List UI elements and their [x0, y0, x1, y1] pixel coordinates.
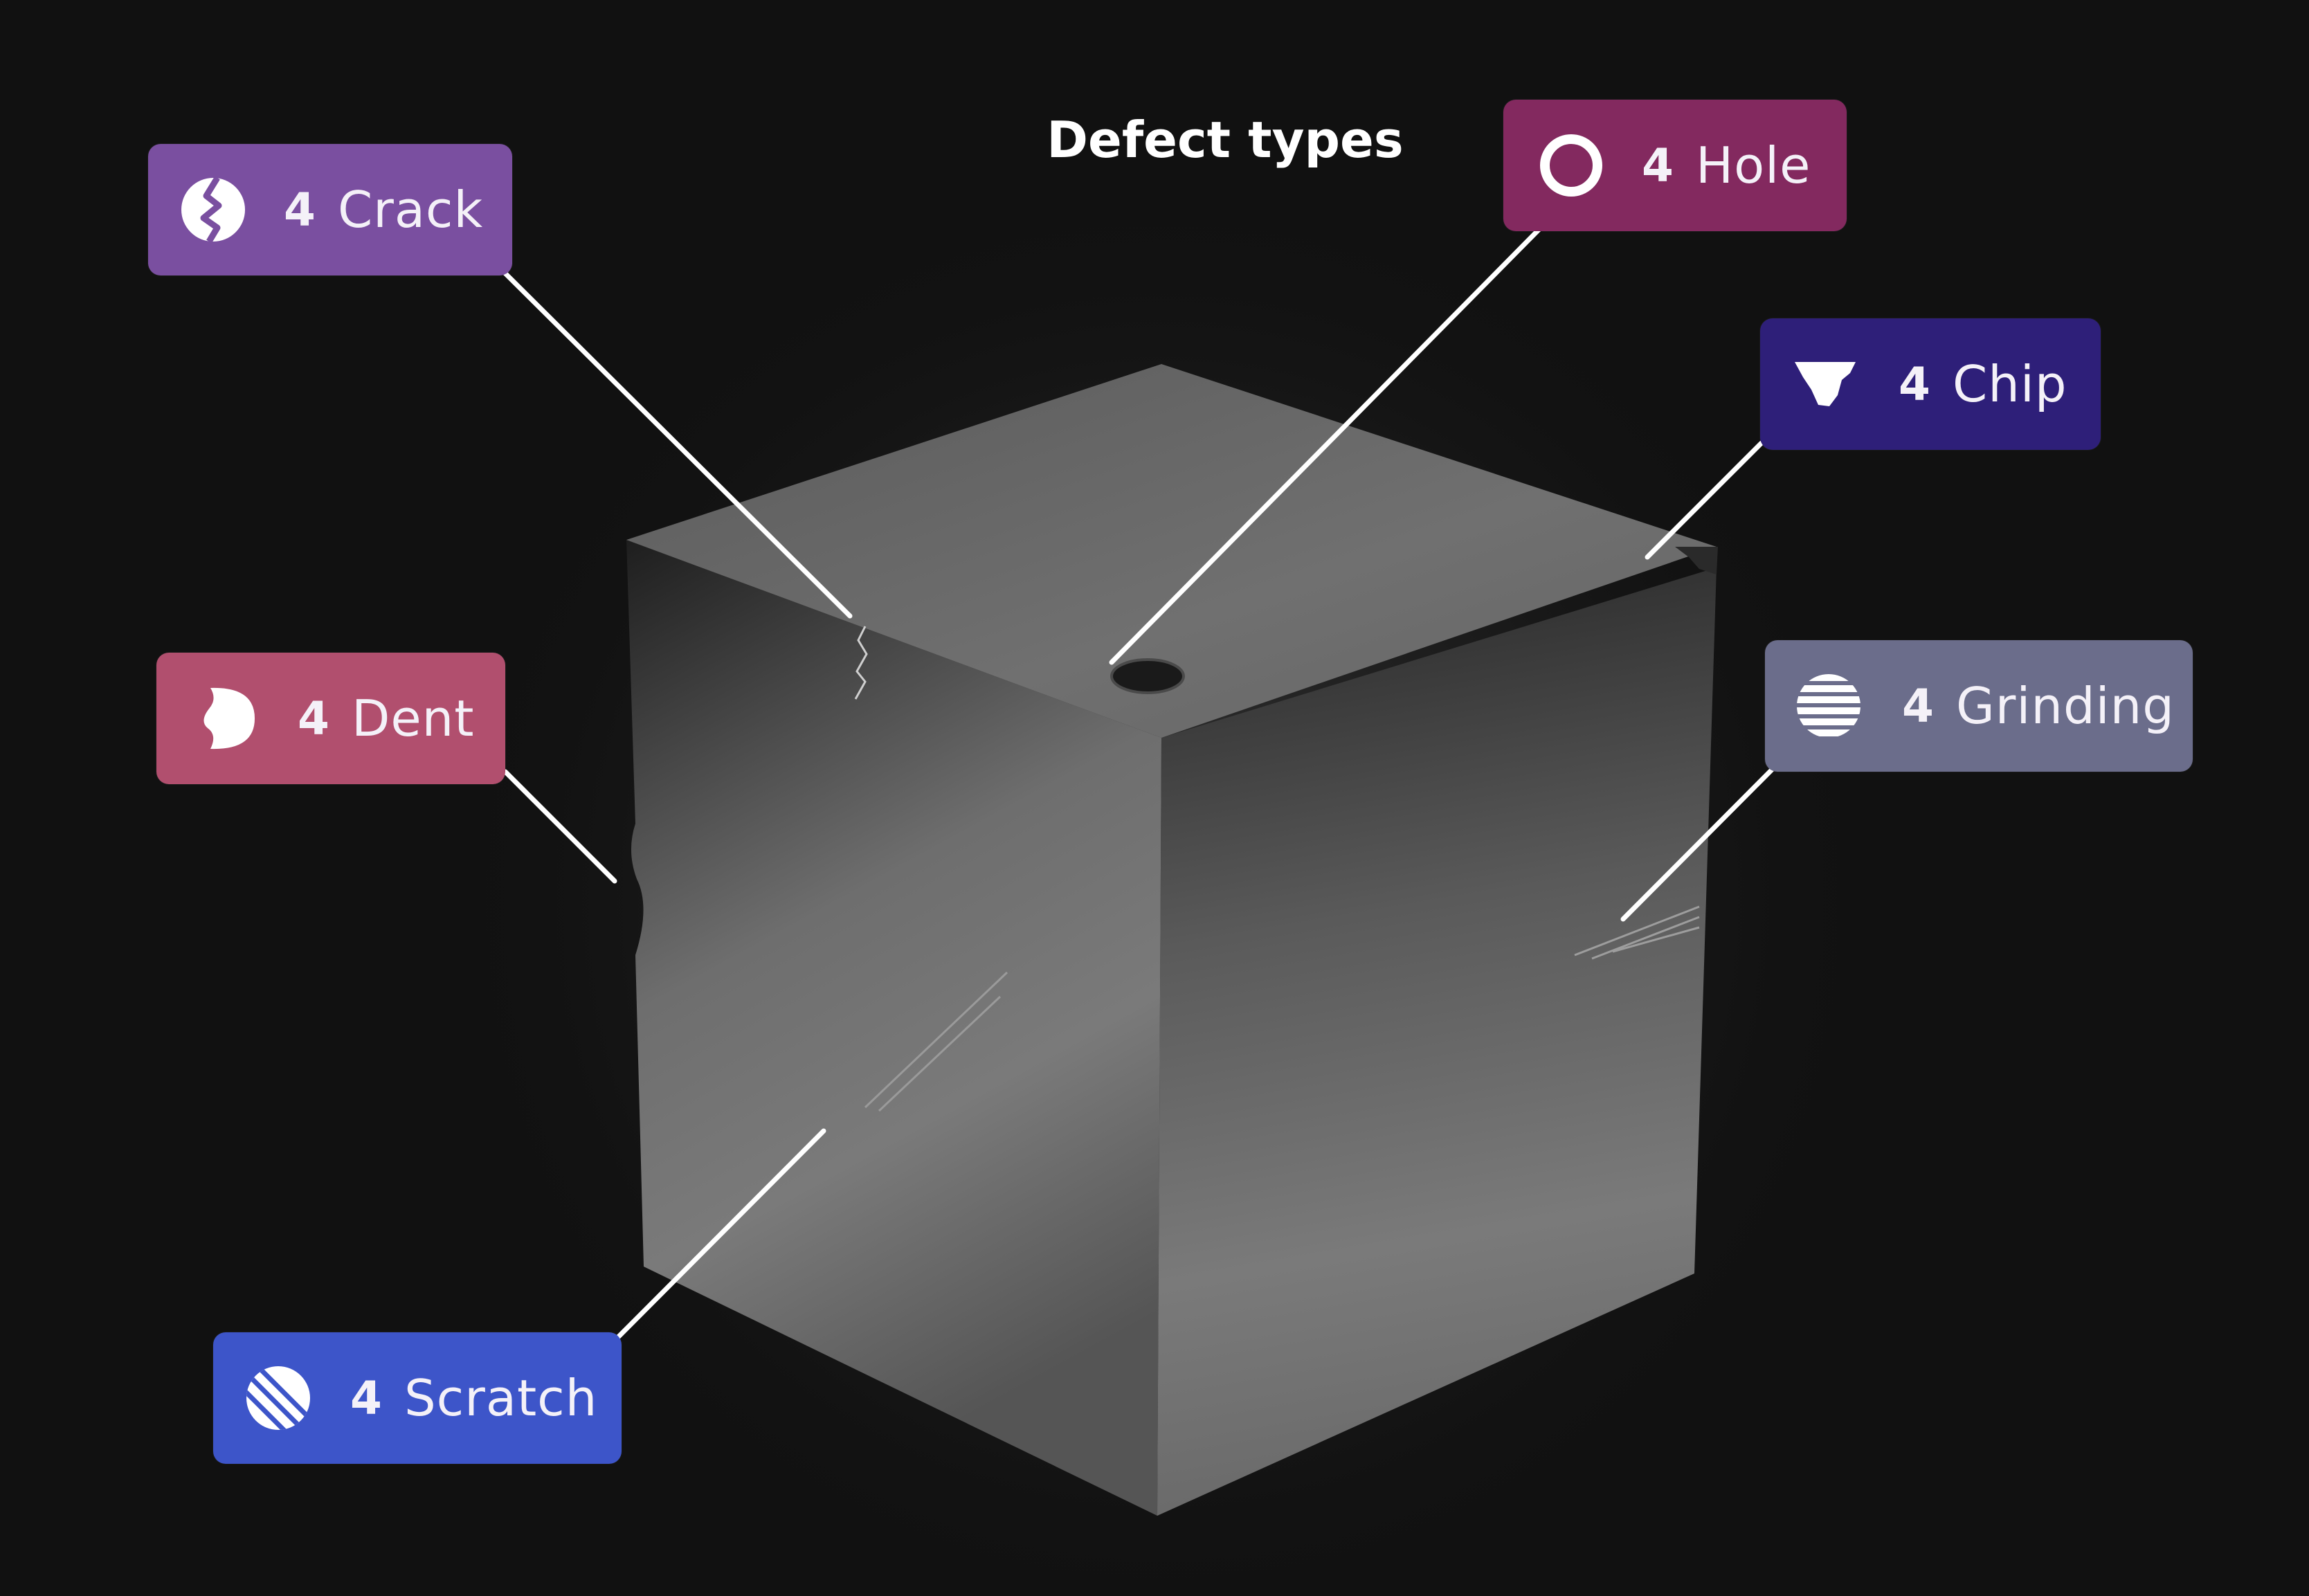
chip-leader	[1645, 440, 1764, 560]
hole-leader	[1109, 226, 1543, 665]
ring-icon	[1537, 131, 1606, 200]
crack-count: 4	[284, 183, 316, 237]
chip-mark	[1675, 547, 1718, 574]
hole-count: 4	[1642, 138, 1674, 192]
label-scratch: 4 Scratch	[213, 1332, 622, 1464]
crack-leader	[502, 271, 853, 619]
chip-icon	[1791, 350, 1860, 419]
grinding-mark	[1574, 905, 1700, 960]
crack-icon	[179, 175, 248, 244]
scratch-icon	[244, 1363, 313, 1433]
dent-name: Dent	[351, 689, 475, 747]
grinding-count: 4	[1902, 679, 1934, 733]
crack-name: Crack	[337, 181, 484, 239]
crack-mark	[854, 626, 868, 700]
scratch-mark	[864, 971, 1008, 1112]
hole-mark	[1110, 658, 1185, 694]
label-hole: 4 Hole	[1503, 100, 1847, 231]
grinding-icon	[1794, 671, 1863, 741]
chip-name: Chip	[1952, 355, 2067, 413]
dent-leader	[502, 769, 617, 884]
scratch-name: Scratch	[404, 1369, 598, 1427]
label-dent: 4 Dent	[156, 653, 505, 784]
label-grinding: 4 Grinding	[1765, 640, 2193, 772]
hole-name: Hole	[1695, 136, 1811, 194]
cube-top-face	[626, 364, 1717, 738]
label-chip: 4 Chip	[1760, 318, 2101, 450]
scratch-count: 4	[350, 1371, 382, 1425]
cube-right-face	[1157, 568, 1717, 1516]
label-crack: 4 Crack	[148, 144, 512, 275]
chip-count: 4	[1899, 357, 1930, 411]
dent-icon	[190, 684, 259, 753]
grinding-leader	[1620, 765, 1776, 922]
grinding-name: Grinding	[1955, 677, 2175, 735]
diagram-title: Defect types	[1047, 111, 1404, 169]
dent-count: 4	[298, 691, 329, 745]
cube-left-face	[626, 540, 1161, 1516]
scratch-leader	[613, 1128, 826, 1342]
